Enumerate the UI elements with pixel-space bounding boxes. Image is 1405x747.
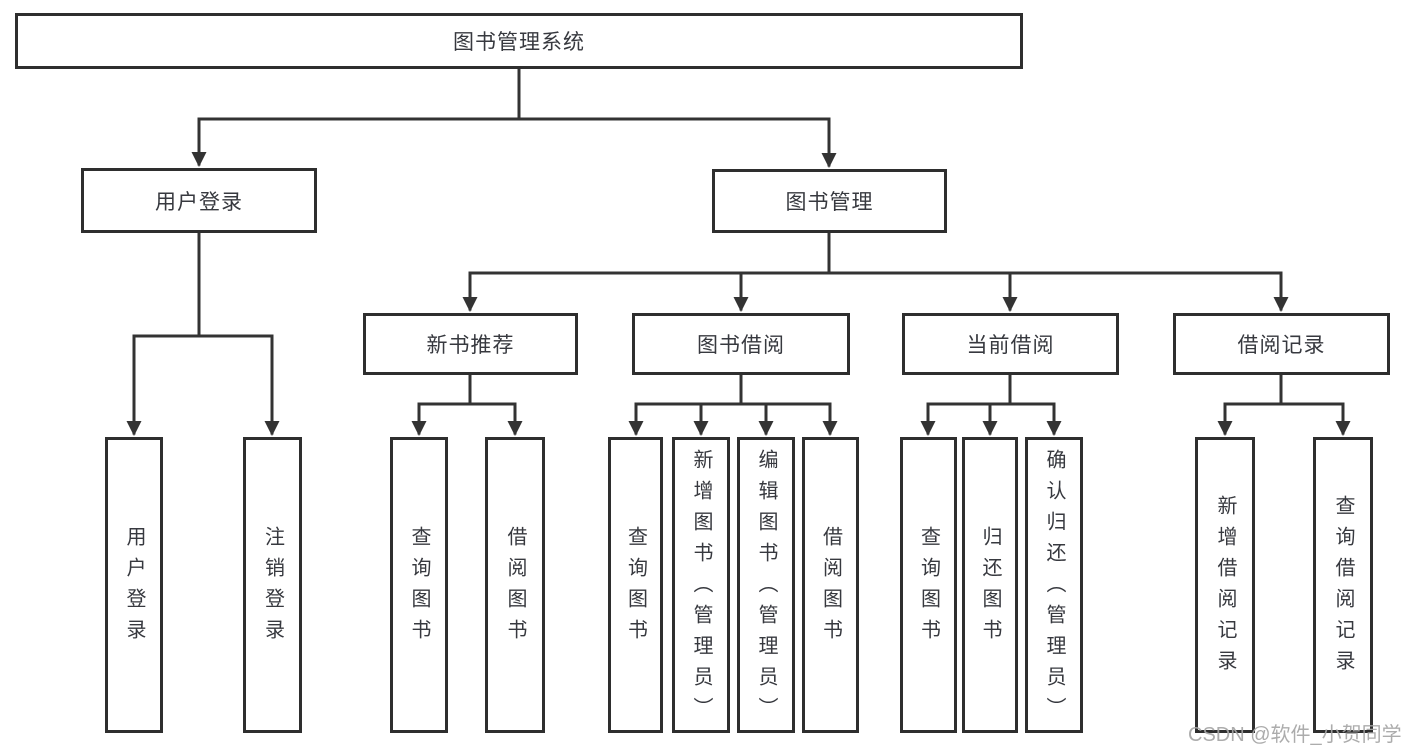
node-root-system: 图书管理系统 xyxy=(15,13,1023,69)
leaf-br-query-record: 查询借阅记录 xyxy=(1313,437,1373,733)
leaf-cb-query-books: 查询图书 xyxy=(900,437,957,733)
node-user-login: 用户登录 xyxy=(81,168,317,233)
node-book-management: 图书管理 xyxy=(712,169,947,233)
leaf-nb-query-books: 查询图书 xyxy=(390,437,448,733)
leaf-user-login: 用户登录 xyxy=(105,437,163,733)
leaf-cb-return-books: 归还图书 xyxy=(962,437,1018,733)
leaf-logout: 注销登录 xyxy=(243,437,302,733)
csdn-watermark: CSDN @软件_小贺同学 xyxy=(1188,724,1402,746)
node-current-borrowing: 当前借阅 xyxy=(902,313,1119,375)
leaf-br-add-record: 新增借阅记录 xyxy=(1195,437,1255,733)
leaf-bb-edit-books-admin: 编辑图书（管理员） xyxy=(737,437,795,733)
leaf-bb-add-books-admin: 新增图书（管理员） xyxy=(672,437,730,733)
leaf-bb-query-books: 查询图书 xyxy=(608,437,663,733)
leaf-bb-borrow-books: 借阅图书 xyxy=(802,437,859,733)
node-book-borrowing: 图书借阅 xyxy=(632,313,850,375)
leaf-cb-confirm-return-admin: 确认归还（管理员） xyxy=(1025,437,1083,733)
node-borrowing-records: 借阅记录 xyxy=(1173,313,1390,375)
leaf-nb-borrow-books: 借阅图书 xyxy=(485,437,545,733)
node-new-book-recommend: 新书推荐 xyxy=(363,313,578,375)
